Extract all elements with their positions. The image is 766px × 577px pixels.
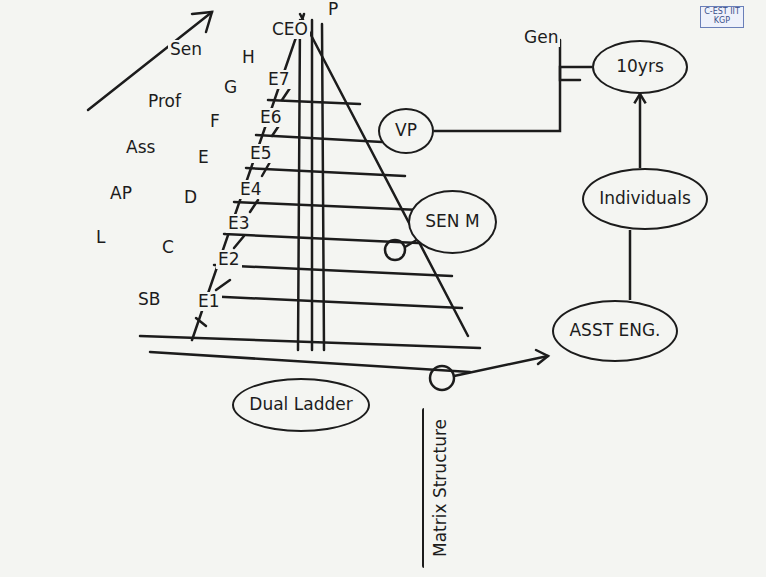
- rank-label: Sen: [168, 40, 204, 59]
- node-text: ASST ENG.: [569, 321, 660, 341]
- level-label: E3: [226, 214, 252, 233]
- rank-label: Ass: [124, 138, 157, 157]
- connector-line: [634, 94, 645, 168]
- years-cloud: 10yrs: [592, 40, 688, 94]
- level-label: E1: [196, 292, 222, 311]
- level-label: E5: [248, 144, 274, 163]
- node-text: Individuals: [599, 189, 691, 209]
- node-text: SEN M: [425, 212, 479, 232]
- grade-letter: SB: [136, 290, 162, 309]
- node-text: 10yrs: [616, 57, 664, 77]
- side-note: Gen: [522, 28, 560, 47]
- grade-letter: E: [196, 148, 211, 167]
- grade-letter: H: [240, 48, 257, 67]
- grade-letter: D: [182, 188, 199, 207]
- level-label: E4: [238, 180, 264, 199]
- grade-letter: F: [208, 112, 222, 131]
- rank-label: Prof: [146, 92, 183, 111]
- matrix-structure-bracket: Matrix Structure: [422, 408, 458, 568]
- connector-line: [630, 230, 631, 300]
- grade-letter: G: [222, 78, 239, 97]
- connector-line: [434, 67, 592, 131]
- senior-manager-circle: SEN M: [408, 190, 497, 254]
- node-text: Matrix Structure: [431, 419, 451, 557]
- rank-label: AP: [108, 184, 134, 203]
- apex-label: P: [326, 0, 340, 19]
- rank-label: L: [94, 228, 107, 247]
- dual-ladder-circle: Dual Ladder: [232, 378, 370, 432]
- channel-logo: C-EST IIT KGP: [700, 6, 744, 28]
- individuals-cloud: Individuals: [582, 168, 708, 230]
- grade-letter: C: [160, 238, 176, 257]
- apex-label: CEO: [270, 20, 310, 39]
- level-label: E7: [266, 70, 292, 89]
- level-label: E2: [216, 250, 242, 269]
- level-label: E6: [258, 108, 284, 127]
- node-text: Dual Ladder: [249, 395, 352, 415]
- node-text: VP: [395, 121, 417, 141]
- vp-circle: VP: [378, 108, 434, 154]
- assistant-engineer-cloud: ASST ENG.: [552, 300, 678, 362]
